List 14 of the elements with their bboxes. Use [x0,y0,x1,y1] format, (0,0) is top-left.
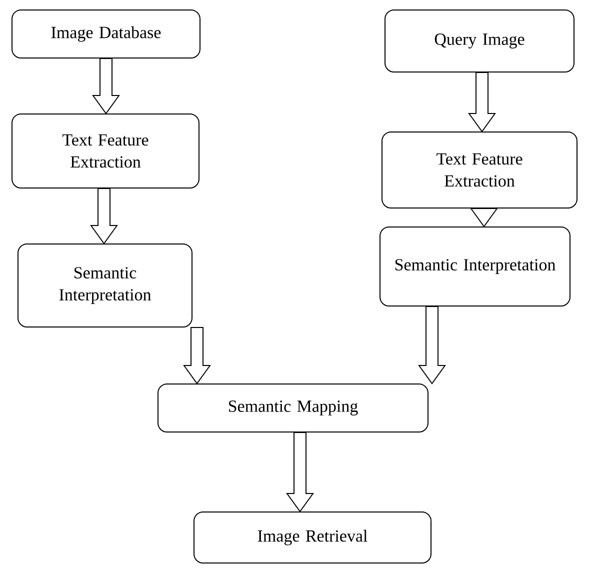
process-box: Image Retrieval [194,512,432,564]
process-box: Semantic Mapping [158,384,428,432]
process-box: Semantic Interpretation [380,226,570,306]
process-box: Text Feature Extraction [12,114,200,188]
block-arrow [90,188,118,244]
block-arrow [183,327,211,384]
process-box: Semantic Interpretation [18,244,192,328]
block-arrow [468,72,496,132]
process-box: Query Image [384,10,574,72]
block-arrow [418,306,446,384]
block-arrow [286,432,314,512]
process-box: Image Database [12,10,200,58]
block-arrow [92,58,120,114]
process-box: Text Feature Extraction [382,132,578,208]
